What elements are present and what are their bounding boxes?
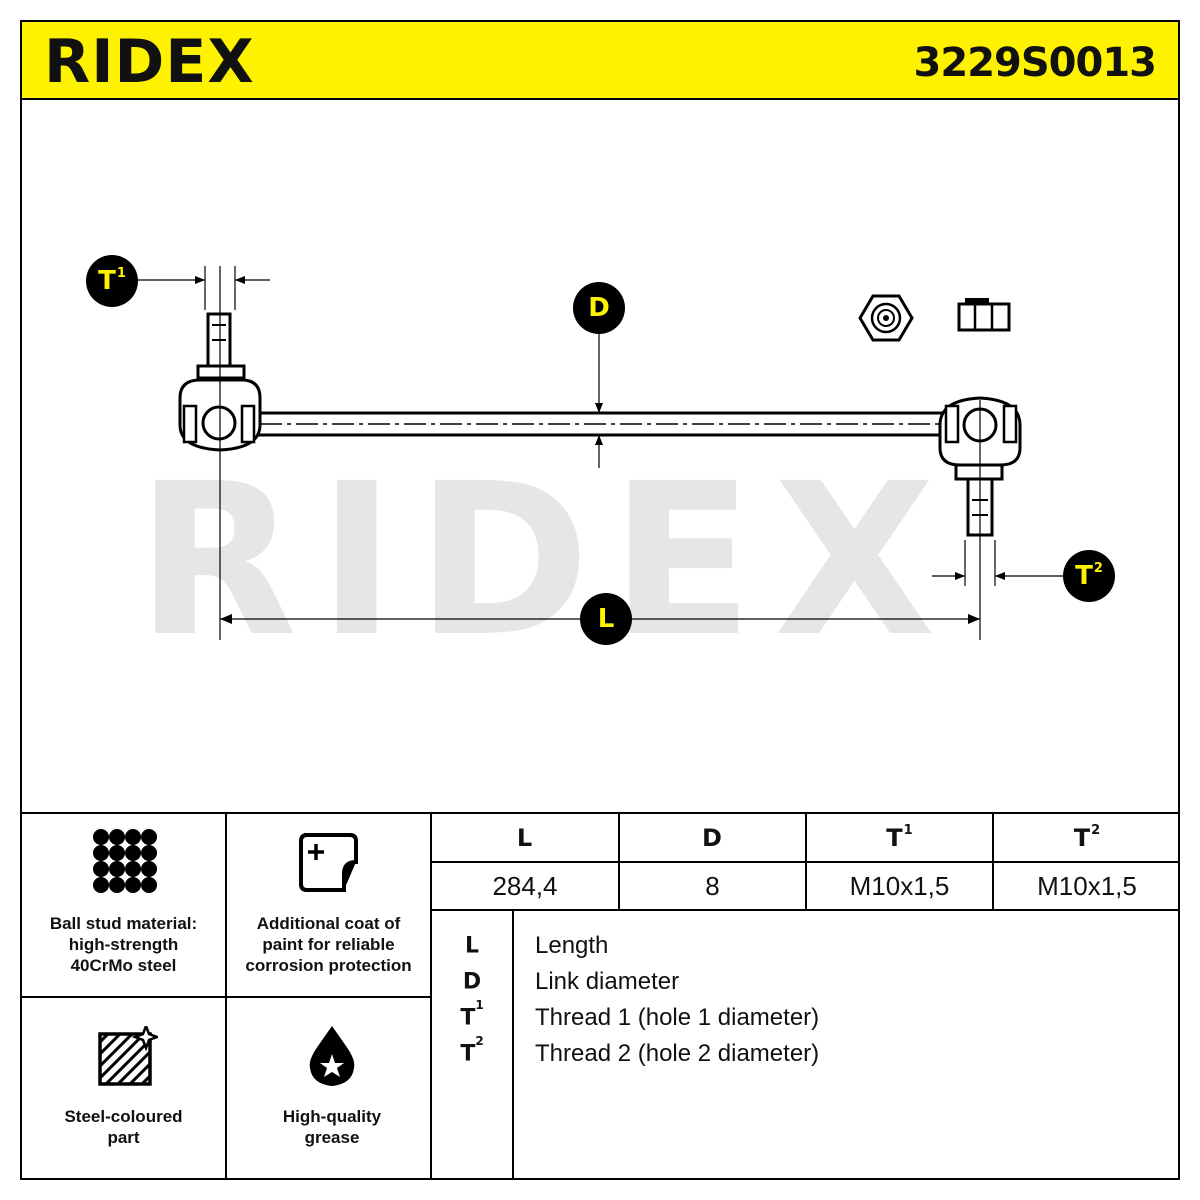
d-badge: D [573,282,625,334]
grease-drop-icon [309,1026,355,1086]
legend-key-d: D [462,969,482,995]
left-ball-joint [178,266,262,640]
legend-text-t1: Thread 1 (hole 1 diameter) [535,1004,820,1031]
divider [512,909,514,1180]
divider [20,812,1180,814]
hex-nut-top-icon [858,294,914,342]
spec-header-l: L [516,824,533,852]
header-bar: RIDEX 3229S0013 [20,20,1180,100]
feature-paint-label: Additional coat of paint for reliable co… [245,914,412,975]
right-ball-joint [938,396,1022,640]
legend-text-l: Length [535,932,609,959]
spec-value-t2: M10x1,5 [1037,870,1137,901]
brand-logo: RIDEX [44,27,255,97]
feature-steel-label: Steel-coloured part [64,1107,183,1147]
spec-value-l: 284,4 [492,870,558,901]
part-number: 3229S0013 [913,40,1157,86]
spec-header-d: D [702,824,722,852]
ball-stud-icon [93,829,157,893]
divider [430,909,1180,911]
legend-key-l: L [464,933,480,959]
divider [618,812,620,910]
divider [805,812,807,910]
l-badge: L [580,593,632,645]
hex-nut-side-icon [957,298,1011,332]
legend-key-t1: T1 [460,998,484,1031]
d-dimension [595,332,603,468]
stabilizer-link-drawing [138,266,1068,640]
divider [992,812,994,910]
outer-frame [20,20,1180,1180]
feature-grease-label: High-quality grease [282,1107,382,1147]
divider [20,996,432,998]
t1-dimension [138,266,270,310]
steel-part-icon [98,1026,158,1086]
paint-coat-icon [299,833,358,892]
t2-dimension [932,540,1068,586]
technical-drawing: RIDEX [20,100,1180,814]
spec-value-t1: M10x1,5 [849,870,950,901]
legend-text-t2: Thread 2 (hole 2 diameter) [535,1040,820,1067]
feature-ball-stud-label: Ball stud material: high-strength 40CrMo… [49,914,198,975]
watermark-logo: RIDEX [136,438,956,683]
legend-text-d: Link diameter [535,968,680,995]
spec-value-d: 8 [705,870,720,901]
legend-key-t2: T2 [460,1034,484,1067]
